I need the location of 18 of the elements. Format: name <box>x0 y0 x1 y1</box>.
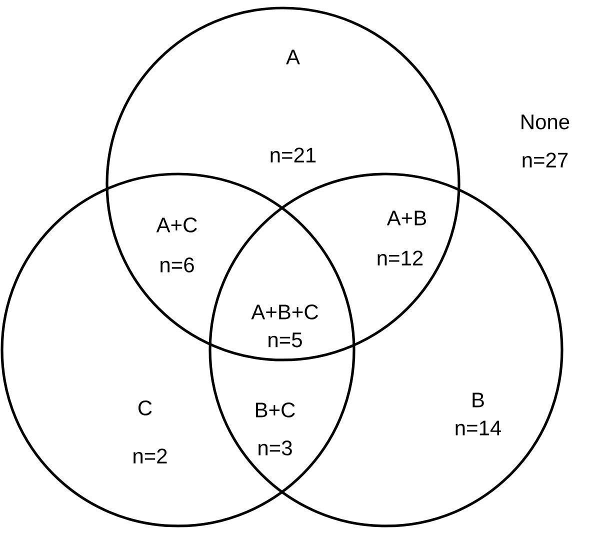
region-label: A+C <box>156 218 197 232</box>
region-label: n=6 <box>160 258 194 272</box>
region-label: n=12 <box>378 250 423 266</box>
region-label: A+B+C <box>251 304 318 320</box>
set-label: C <box>138 400 152 416</box>
region-label: None <box>522 114 570 130</box>
set-label: n=14 <box>456 420 502 436</box>
set-label: A <box>286 50 300 64</box>
region-label: B+C <box>256 402 295 418</box>
circle <box>106 6 460 362</box>
circle <box>208 172 564 528</box>
region-label: A+B <box>386 210 426 226</box>
region-label: n=3 <box>258 440 292 456</box>
circle <box>0 172 356 528</box>
set-label: n=21 <box>270 148 316 162</box>
region-label: n=5 <box>268 332 302 348</box>
set-label: B <box>472 392 484 408</box>
set-label: n=2 <box>134 448 167 464</box>
